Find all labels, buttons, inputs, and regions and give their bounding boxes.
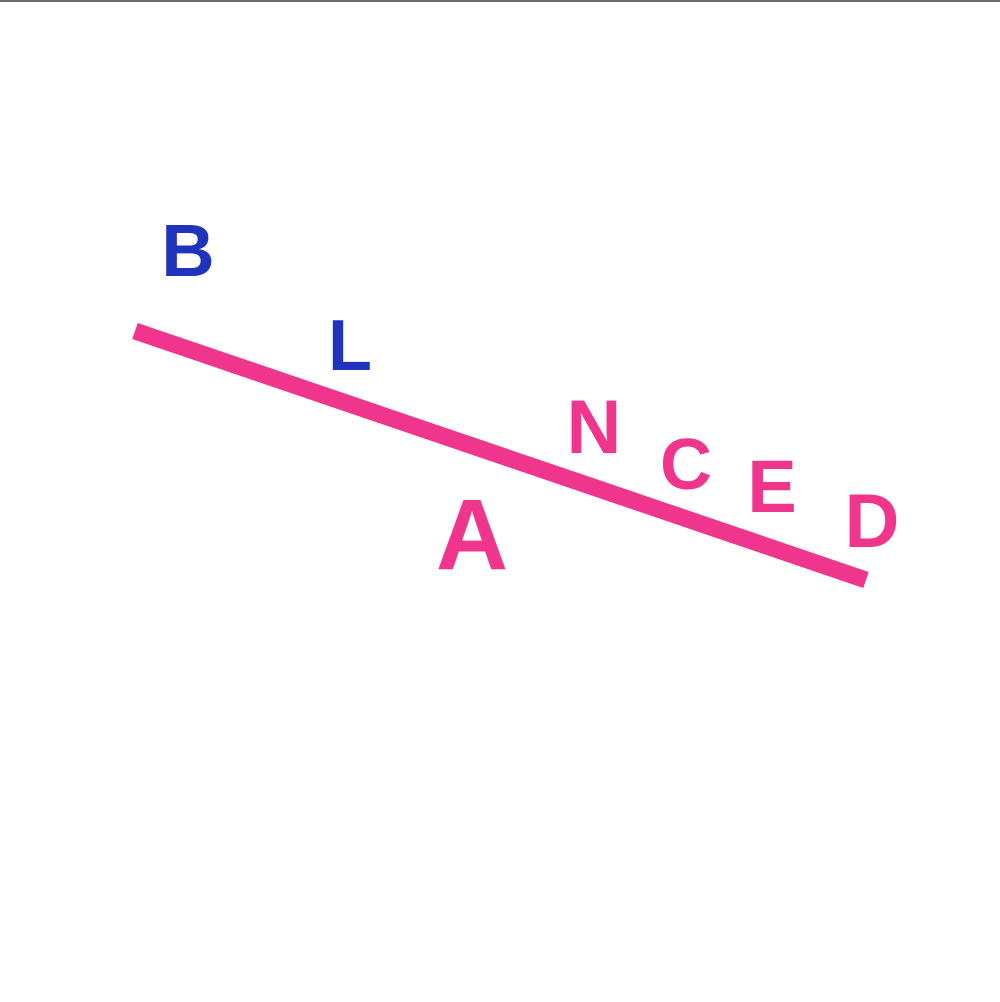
letter-c: C — [660, 425, 712, 505]
letter-n: N — [567, 385, 622, 470]
letter-l: L — [328, 306, 372, 386]
letter-b: B — [161, 209, 214, 292]
letter-e: E — [747, 445, 796, 528]
letter-d: D — [845, 479, 900, 564]
tilted-balance-beam — [132, 322, 869, 589]
letter-a: A — [436, 479, 508, 591]
